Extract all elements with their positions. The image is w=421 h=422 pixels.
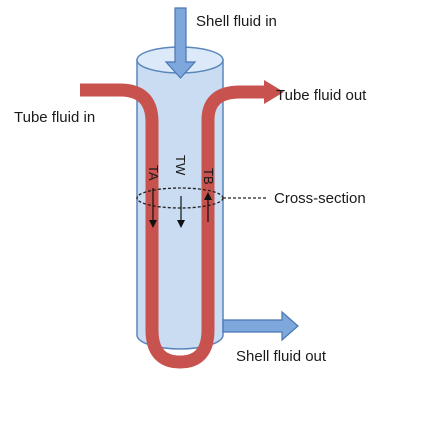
u-tube [80,83,266,369]
tb-label: TB [201,168,216,185]
shell-out-arrow [222,310,299,342]
ta-label: TA [146,165,161,181]
shell-in-arrow [164,7,197,79]
tube-fluid-in-label: Tube fluid in [14,109,95,126]
tb-arrow [204,192,212,222]
shell-fluid-out-label: Shell fluid out [236,348,327,365]
shell-fluid-in-label: Shell fluid in [196,13,277,30]
ta-arrow [149,188,157,228]
tw-label: TW [173,155,188,176]
tube-fluid-out-label: Tube fluid out [276,87,367,104]
tube-out-arrowhead [264,80,284,104]
tw-arrow [177,196,185,228]
cross-section-label: Cross-section [274,190,366,207]
